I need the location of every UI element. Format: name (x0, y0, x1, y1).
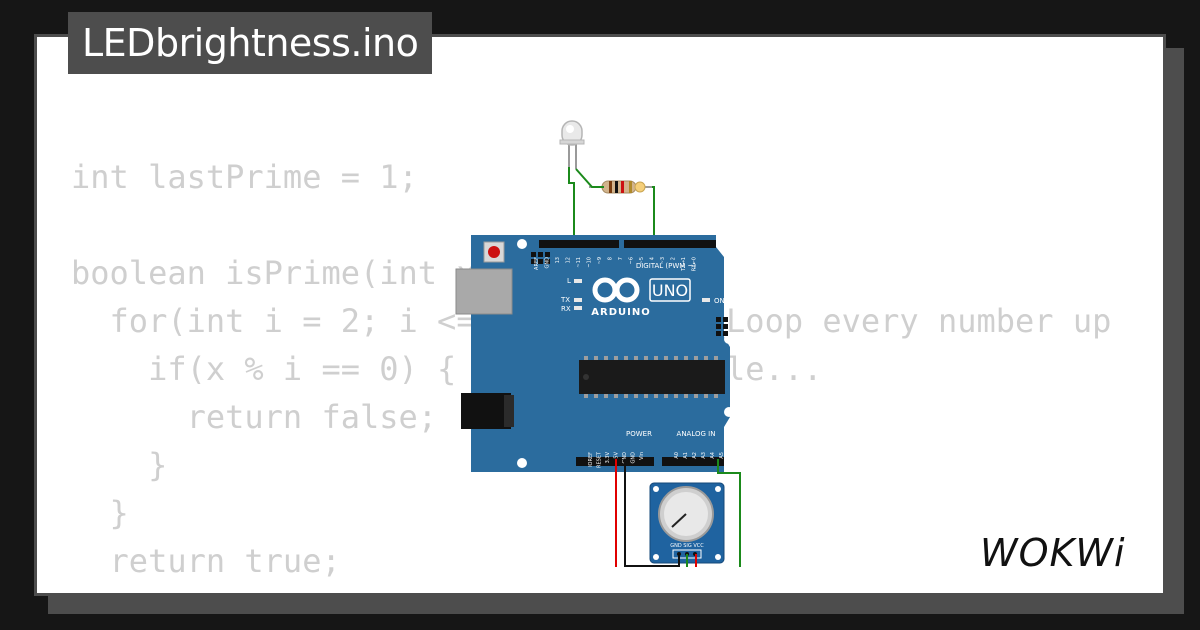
wire-pot-vcc (615, 459, 697, 567)
code-line: } (71, 446, 168, 484)
pin-label: 2 (671, 257, 677, 260)
potentiometer-knob-indicator (671, 513, 687, 528)
board-model-label: UNO (652, 281, 688, 300)
pin-label: A5 (719, 452, 725, 459)
wire-led-gnd (568, 167, 575, 243)
pin-label: ~11 (576, 257, 582, 268)
pin-label: AREF (534, 257, 540, 270)
led-on-label: ON (714, 297, 725, 305)
pin-label: ~9 (597, 257, 603, 264)
pin-label: A4 (710, 452, 716, 459)
pin-label: GND (631, 452, 637, 464)
pin-label: ~6 (629, 257, 635, 264)
led-l-label: L (567, 277, 571, 285)
arduino-uno-board[interactable]: UNO ARDUINO L TX RX ON DIGITAL (PWM ~) A… (455, 235, 734, 472)
pin-label: RESET (597, 451, 603, 468)
preview-card: int lastPrime = 1;boolean isPrime(int x)… (34, 34, 1166, 596)
resistor-component[interactable] (589, 180, 654, 194)
pin-label: Vin (639, 452, 645, 460)
pin-label: 13 (555, 257, 561, 263)
digital-pin-labels: AREF GND 13 12 ~11 ~10 ~9 8 7 ~6 ~5 4 ~3 2 TX→1 RX←0 (534, 257, 698, 272)
digital-header-label: DIGITAL (PWM ~) (636, 262, 697, 270)
wokwi-logo: WOKWi (980, 531, 1126, 575)
window-title-tab[interactable]: LEDbrightness.ino (68, 12, 433, 74)
pin-label: GND (622, 452, 628, 464)
pin-label: A2 (692, 452, 698, 459)
board-brand-label: ARDUINO (591, 307, 650, 318)
pin-label: 5V (614, 451, 620, 458)
window-title: LEDbrightness.ino (82, 21, 419, 65)
led-tx-label: TX (560, 296, 570, 304)
wire-pot-signal (686, 459, 741, 567)
wire-resistor-pin (652, 186, 655, 243)
led-component[interactable] (559, 120, 585, 169)
pin-label: 8 (608, 257, 614, 260)
pin-label: RX←0 (692, 257, 698, 271)
pin-label: A0 (674, 452, 680, 459)
pin-label: 4 (650, 257, 656, 260)
arduino-logo-icon (592, 277, 640, 303)
pin-label: A1 (683, 452, 689, 459)
pin-label: TX→1 (681, 257, 687, 272)
pin-label: IOREF (588, 452, 594, 467)
code-line: int lastPrime = 1; (71, 158, 418, 196)
power-header-label: POWER (626, 430, 652, 438)
wire-pot-gnd (624, 459, 680, 567)
pin-label: 12 (566, 257, 572, 263)
pin-label: 7 (618, 257, 624, 260)
wokwi-logo-text: WOKWi (980, 531, 1126, 575)
code-line: } (71, 494, 129, 532)
led-rx-label: RX (561, 305, 571, 313)
pin-label: ~10 (587, 257, 593, 268)
code-line: return false; (71, 398, 438, 436)
potentiometer-pin-labels: GND SIG VCC (670, 543, 704, 549)
code-line: } (71, 585, 1135, 593)
code-line: return true; (71, 542, 341, 580)
potentiometer-component[interactable]: GND SIG VCC (649, 482, 725, 564)
analog-header-label: ANALOG IN (677, 430, 716, 438)
pin-label: A3 (701, 452, 707, 459)
pin-label: ~3 (660, 257, 666, 264)
pin-label: 3.3V (605, 451, 611, 463)
circuit-diagram: UNO ARDUINO L TX RX ON DIGITAL (PWM ~) A… (455, 120, 741, 567)
pin-label: ~5 (639, 257, 645, 264)
wire-led-resistor (575, 168, 604, 188)
pin-label: GND (545, 257, 551, 269)
